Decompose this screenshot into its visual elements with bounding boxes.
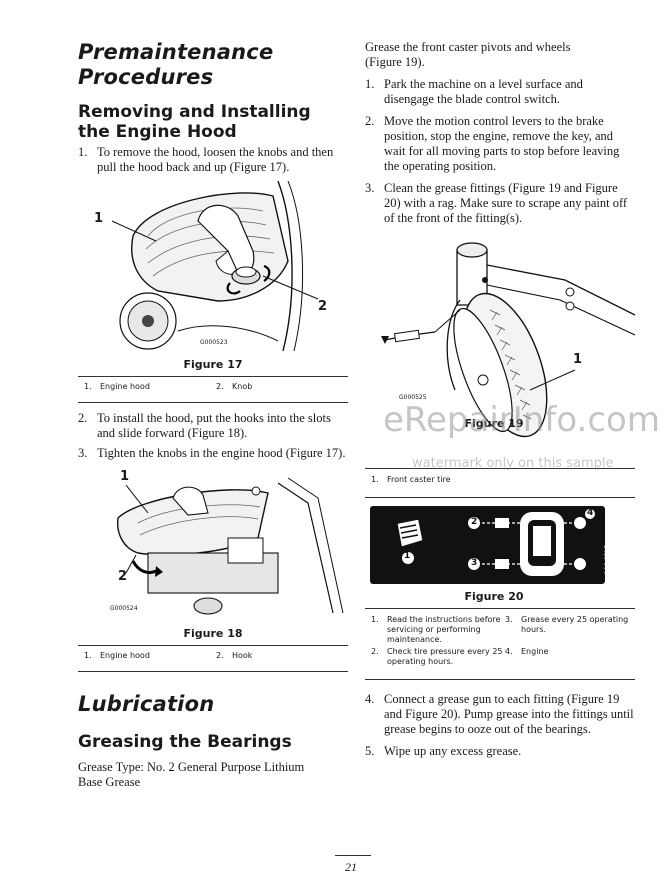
step-item: 1. Park the machine on a level surface a… (365, 77, 583, 106)
figure-code: G000524 (110, 605, 138, 612)
figure-code: 106-6717 (603, 545, 611, 574)
divider (78, 645, 348, 646)
callout-1: 1 (404, 551, 411, 561)
figure-17-legend: 1. Engine hood 2. Knob (84, 382, 253, 391)
left-column: Premaintenance Procedures Removing and I… (78, 40, 348, 790)
page-title: Premaintenance Procedures (78, 40, 274, 89)
section-title-greasing: Greasing the Bearings (78, 732, 292, 752)
lubrication-title: Lubrication (78, 692, 215, 716)
callout-2: 2 (318, 299, 328, 314)
figure-17: 1 2 G000523 (78, 181, 348, 356)
figure-18: 1 2 G000524 (78, 469, 348, 623)
divider (365, 679, 635, 680)
watermark-brand: eRepairInfo.com (383, 400, 660, 440)
callout-2: 2 (471, 517, 478, 527)
callout-1: 1 (94, 211, 104, 226)
callout-1: 1 (573, 352, 583, 367)
page-number: 21 (345, 860, 357, 874)
watermark-note: watermark only on this sample (412, 456, 614, 471)
figure-code: G000525 (399, 394, 427, 401)
figure-18-caption: Figure 18 (183, 627, 243, 640)
figure-20-caption: Figure 20 (464, 590, 524, 603)
maintenance-decal (370, 506, 605, 584)
intro-text: Grease the front caster pivots and wheel… (365, 40, 571, 69)
callout-3: 3 (471, 558, 478, 568)
divider (78, 376, 348, 377)
divider (78, 671, 348, 672)
figure-19-caption: Figure 19 (464, 417, 524, 430)
step-item: 5. Wipe up any excess grease. (365, 744, 522, 758)
front-caster-illustration (381, 242, 635, 438)
figure-code: G000523 (200, 339, 228, 346)
divider (365, 608, 635, 609)
callout-1: 1 (120, 469, 130, 484)
step-item: 4. Connect a grease gun to each fitting … (365, 692, 634, 736)
figure-20: 1 2 3 4 106-6717 (365, 506, 635, 584)
section-title-engine-hood: Removing and Installing the Engine Hood (78, 102, 311, 142)
step-item: 2. Move the motion control levers to the… (365, 114, 620, 173)
callout-2: 2 (118, 569, 128, 584)
step-item: 3. Tighten the knobs in the engine hood … (78, 446, 346, 460)
figure-19: 1 G000525 (365, 240, 635, 465)
callout-4: 4 (587, 508, 594, 518)
engine-hood-illustration (111, 181, 319, 352)
hood-hook-illustration (116, 477, 344, 615)
figure-20-legend: 1. Read the instructions before servicin… (371, 615, 629, 666)
step-item: 1. To remove the hood, loosen the knobs … (78, 145, 334, 174)
step-item: 2. To install the hood, put the hooks in… (78, 411, 331, 440)
step-item: 3. Clean the grease fittings (Figure 19 … (365, 181, 628, 225)
figure-17-caption: Figure 17 (183, 358, 243, 371)
divider (365, 468, 635, 469)
figure-18-legend: 1. Engine hood 2. Hook (84, 651, 253, 660)
right-column: Grease the front caster pivots and wheel… (365, 40, 635, 759)
divider (78, 402, 348, 403)
figure-19-legend: 1. Front caster tire (371, 475, 451, 484)
grease-type: Grease Type: No. 2 General Purpose Lithi… (78, 760, 305, 789)
page-number-rule (335, 855, 371, 856)
divider (365, 497, 635, 498)
